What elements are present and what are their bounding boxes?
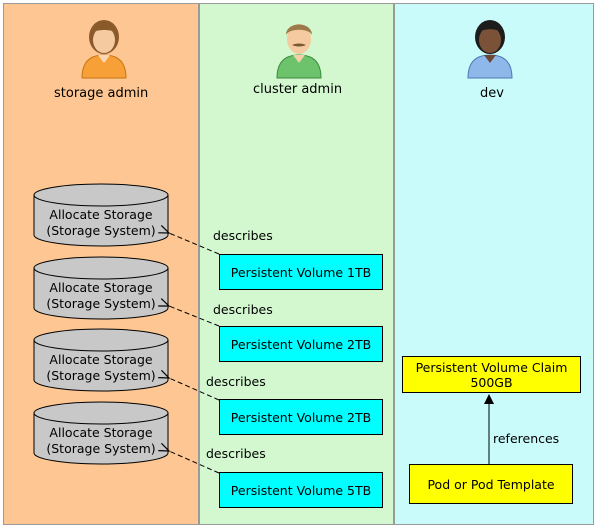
references-arrowhead (484, 394, 494, 404)
storage-cylinder (33, 328, 169, 392)
cluster-admin-label: cluster admin (253, 82, 343, 97)
pod-template-box[interactable]: Pod or Pod Template (409, 464, 573, 504)
describes-label: describes (213, 302, 273, 317)
persistent-volume-box[interactable]: Persistent Volume 2TB (219, 399, 383, 435)
persistent-volume-box[interactable]: Persistent Volume 1TB (219, 254, 383, 290)
dev-label: dev (480, 86, 504, 101)
storage-cylinder (33, 183, 169, 247)
cluster-admin-person-icon (276, 24, 322, 79)
describes-label: describes (206, 374, 266, 389)
references-label: references (493, 431, 560, 446)
storage-cylinder (33, 401, 169, 465)
persistent-volume-box[interactable]: Persistent Volume 5TB (219, 472, 383, 508)
describes-label: describes (206, 446, 266, 461)
storage-admin-person-icon (81, 20, 127, 79)
dev-person-icon (467, 20, 513, 79)
describes-edge (169, 451, 220, 474)
describes-edge (169, 306, 220, 327)
storage-cylinder-text: Allocate Storage(Storage System) (46, 425, 156, 456)
storage-admin-label: storage admin (54, 86, 149, 101)
claim-size: 500GB (470, 374, 513, 390)
persistent-volume-claim-box[interactable]: Persistent Volume Claim 500GB (402, 356, 581, 393)
storage-cylinder (33, 256, 169, 320)
claim-title: Persistent Volume Claim (415, 359, 568, 375)
swimlane-dev (394, 3, 594, 525)
describes-edge (169, 378, 220, 401)
describes-label: describes (213, 228, 273, 243)
storage-cylinder-text: Allocate Storage(Storage System) (46, 280, 156, 311)
persistent-volume-box[interactable]: Persistent Volume 2TB (219, 326, 383, 362)
describes-edge (169, 233, 220, 255)
storage-cylinder-text: Allocate Storage(Storage System) (46, 207, 156, 238)
storage-cylinder-text: Allocate Storage(Storage System) (46, 352, 156, 383)
